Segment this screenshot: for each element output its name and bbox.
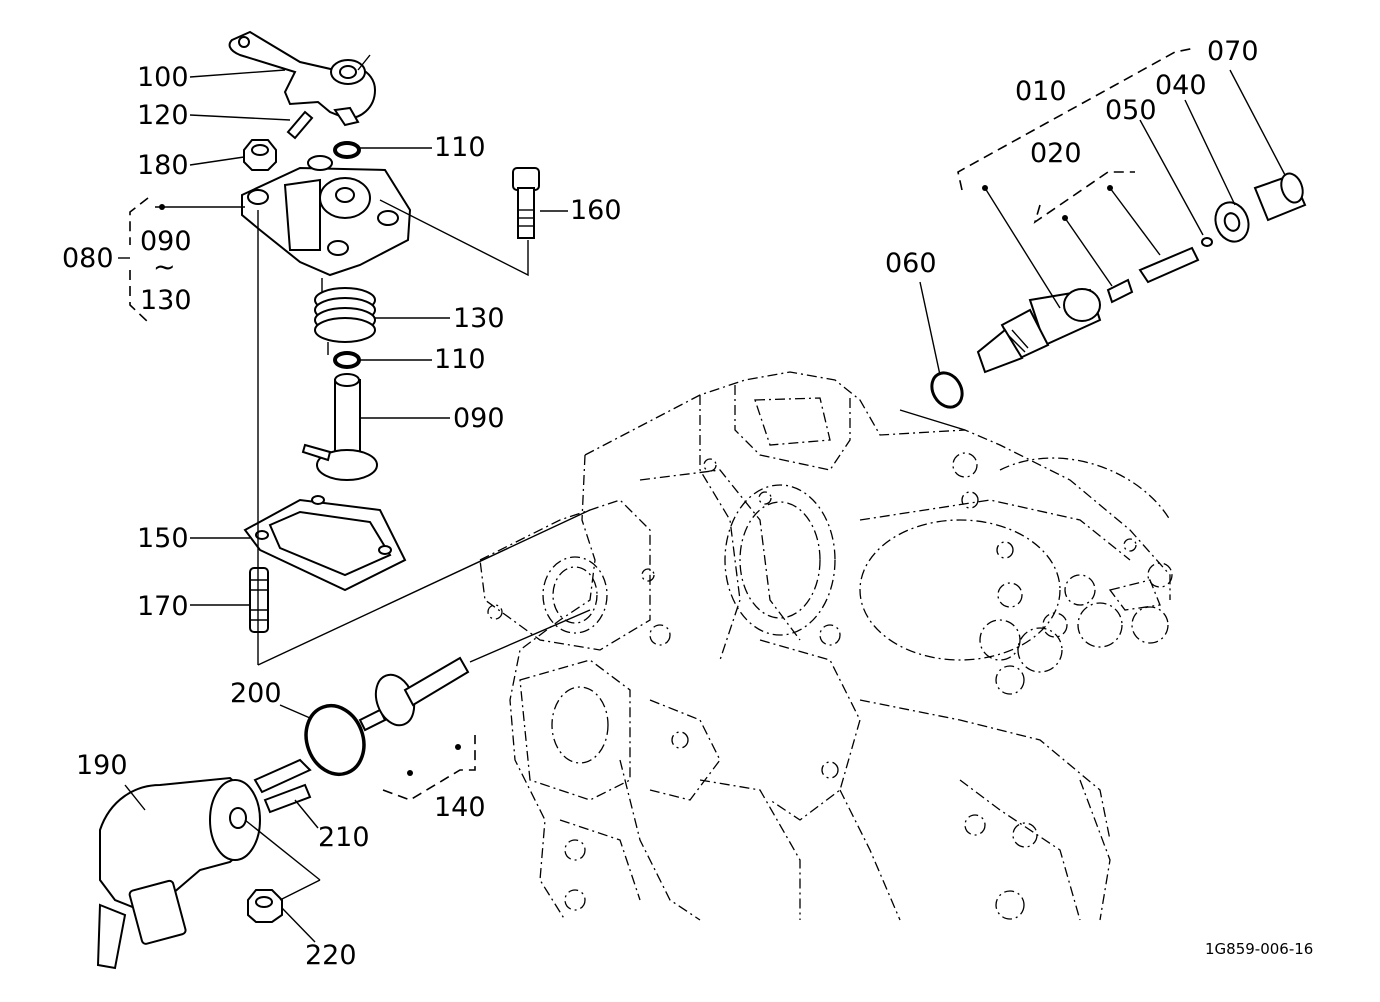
housing-part-080 [241, 155, 412, 277]
label-080: 080 [62, 243, 114, 274]
drawing-code: 1G859-006-16 [1205, 940, 1314, 958]
label-190: 190 [76, 750, 128, 781]
label-160: 160 [570, 195, 622, 226]
label-040: 040 [1155, 70, 1207, 101]
label-010: 010 [1015, 76, 1067, 107]
label-220: 220 [305, 940, 357, 971]
pin-part-120 [286, 110, 314, 140]
stud-part-210 [263, 783, 312, 814]
label-050: 050 [1105, 95, 1157, 126]
label-070: 070 [1207, 36, 1259, 67]
cap-part-070 [1253, 172, 1307, 222]
lever-part-100 [228, 30, 377, 127]
label-120: 120 [137, 100, 189, 131]
nut-part-220 [247, 889, 283, 923]
label-060: 060 [885, 248, 937, 279]
spring-part-020 [1106, 278, 1134, 304]
nozzle-part-050 [1138, 237, 1213, 284]
label-130-range-end: 130 [140, 285, 192, 316]
label-210: 210 [318, 822, 370, 853]
solenoid-part-190 [96, 758, 312, 970]
label-range-tilde: ~ [153, 252, 176, 283]
valve-part-140 [358, 656, 470, 732]
label-090: 090 [453, 403, 505, 434]
bolt-part-160 [512, 167, 540, 239]
reference-dots [159, 185, 1113, 776]
reference-lines-lower [244, 609, 591, 901]
shaft-part-090 [301, 373, 378, 481]
o-ring-part-110-lower [333, 351, 361, 369]
injector-part-010 [976, 288, 1102, 374]
reference-lines-left [118, 197, 591, 666]
label-110-lower: 110 [434, 344, 486, 375]
label-180: 180 [137, 150, 189, 181]
label-020: 020 [1030, 138, 1082, 169]
nut-part-040 [1214, 201, 1250, 243]
label-140: 140 [434, 792, 486, 823]
label-150: 150 [137, 523, 189, 554]
spring-part-130 [314, 278, 376, 355]
label-200: 200 [230, 678, 282, 709]
stud-part-170 [249, 567, 269, 633]
o-ring-part-110-upper [333, 141, 361, 159]
engine-block [479, 371, 1173, 921]
reference-lines-right [899, 47, 1196, 431]
label-090-range-start: 090 [140, 226, 192, 257]
gasket-part-150 [243, 495, 407, 592]
label-170: 170 [137, 591, 189, 622]
label-100: 100 [137, 62, 189, 93]
label-110-upper: 110 [434, 132, 486, 163]
label-130: 130 [453, 303, 505, 334]
nut-part-180 [243, 139, 277, 171]
washer-part-060 [930, 371, 964, 409]
leader-lines [124, 69, 1286, 943]
o-ring-part-200 [304, 703, 366, 777]
